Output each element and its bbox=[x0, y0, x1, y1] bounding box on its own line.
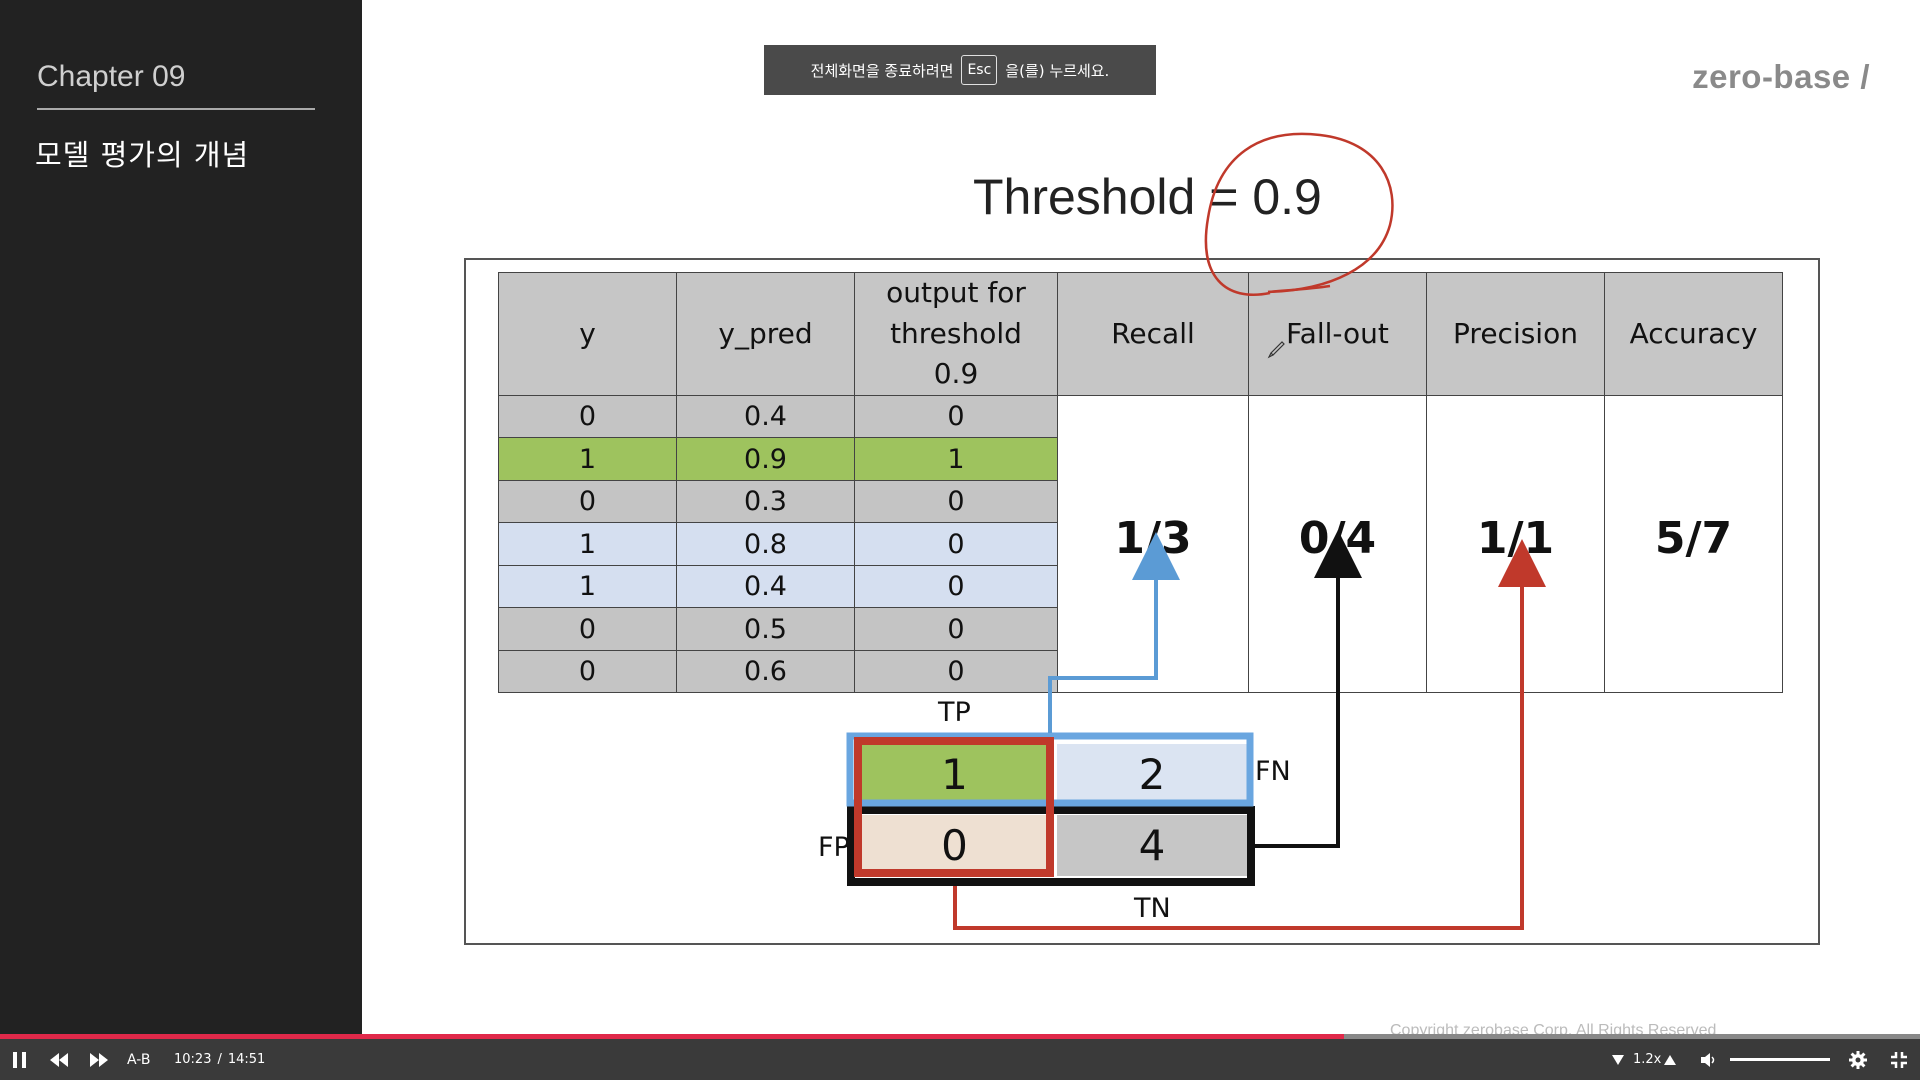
cm-tn-cell: 4 bbox=[1057, 815, 1247, 876]
cell-y-pred: 0.6 bbox=[676, 649, 855, 694]
cm-fn-cell: 2 bbox=[1057, 744, 1247, 804]
forward-button[interactable] bbox=[90, 1039, 108, 1080]
playback-progress-fill bbox=[0, 1034, 1344, 1039]
cell-output: 0 bbox=[854, 522, 1058, 566]
precision-value-text: 1/1 bbox=[1476, 512, 1555, 564]
cell-output: 0 bbox=[854, 394, 1058, 439]
header-output-label: output for threshold 0.9 bbox=[886, 276, 1026, 391]
playback-speed: 1.2x bbox=[1633, 1052, 1662, 1067]
cell-y-pred: 0.4 bbox=[676, 394, 855, 439]
volume-button[interactable] bbox=[1700, 1039, 1718, 1080]
brand-logo: zero-base / bbox=[1692, 58, 1870, 95]
cell-y: 1 bbox=[498, 522, 677, 566]
header-precision: Precision bbox=[1426, 272, 1605, 396]
toast-text-after: 을(를) 누르세요. bbox=[1005, 61, 1110, 80]
volume-icon bbox=[1701, 1052, 1715, 1067]
player-controls: A-B 10:23 / 14:51 1.2x bbox=[0, 1039, 1920, 1080]
pause-button[interactable] bbox=[12, 1039, 28, 1080]
recall-value: 1/3 bbox=[1057, 394, 1249, 694]
header-output: output for threshold 0.9 bbox=[854, 272, 1058, 396]
header-accuracy: Accuracy bbox=[1604, 272, 1783, 396]
header-fallout: Fall-out bbox=[1248, 272, 1427, 396]
cm-fp-cell: 0 bbox=[860, 815, 1049, 876]
cm-tp-label: TP bbox=[938, 697, 971, 728]
cm-tn-label: TN bbox=[1134, 893, 1171, 924]
exit-fullscreen-icon bbox=[1891, 1051, 1907, 1068]
pause-icon bbox=[13, 1051, 26, 1068]
fast-forward-icon bbox=[90, 1052, 108, 1067]
cell-output: 1 bbox=[854, 437, 1058, 481]
esc-key-hint: Esc bbox=[961, 55, 998, 85]
slide-title: Threshold = 0.9 bbox=[973, 169, 1322, 225]
time-separator: / bbox=[217, 1052, 222, 1067]
chapter-label: Chapter 09 bbox=[37, 60, 186, 93]
speed-up-button[interactable] bbox=[1664, 1039, 1676, 1080]
cell-y-pred: 0.9 bbox=[676, 437, 855, 481]
cell-y: 0 bbox=[498, 607, 677, 651]
fallout-value: 0/4 bbox=[1248, 394, 1427, 694]
fallout-value-text: 0/4 bbox=[1298, 512, 1377, 564]
fullscreen-exit-toast: 전체화면을 종료하려면 Esc 을(를) 누르세요. bbox=[764, 45, 1156, 95]
cell-y: 1 bbox=[498, 564, 677, 609]
accuracy-value-text: 5/7 bbox=[1654, 512, 1733, 564]
table-row: 1 0.9 1 bbox=[498, 437, 1783, 481]
cell-y-pred: 0.4 bbox=[676, 564, 855, 609]
speed-down-button[interactable] bbox=[1612, 1039, 1624, 1080]
table-row: 1 0.8 0 bbox=[498, 522, 1783, 566]
accuracy-value: 5/7 bbox=[1604, 394, 1783, 694]
table-row: 0 0.4 0 1/3 0/4 1/1 5/7 bbox=[498, 394, 1783, 694]
table-row: 0 0.3 0 bbox=[498, 479, 1783, 524]
time-display: 10:23 / 14:51 bbox=[174, 1039, 265, 1080]
gear-icon bbox=[1849, 1050, 1867, 1069]
header-recall: Recall bbox=[1057, 272, 1249, 396]
cell-y-pred: 0.8 bbox=[676, 522, 855, 566]
cell-output: 0 bbox=[854, 607, 1058, 651]
settings-button[interactable] bbox=[1849, 1039, 1867, 1080]
cell-y: 1 bbox=[498, 437, 677, 481]
lesson-title[interactable]: 모델 평가의 개념 bbox=[35, 138, 250, 172]
ab-repeat-button[interactable]: A-B bbox=[127, 1051, 151, 1068]
toast-text-before: 전체화면을 종료하려면 bbox=[810, 61, 954, 80]
cell-y-pred: 0.5 bbox=[676, 607, 855, 651]
chapter-divider bbox=[37, 108, 315, 110]
recall-value-text: 1/3 bbox=[1114, 512, 1192, 564]
cm-fn-label: FN bbox=[1255, 756, 1291, 787]
precision-value: 1/1 bbox=[1426, 394, 1605, 694]
cell-output: 0 bbox=[854, 564, 1058, 609]
cell-y: 0 bbox=[498, 479, 677, 524]
cell-y-pred: 0.3 bbox=[676, 479, 855, 524]
copyright-text: Copyright zerobase Corp. All Rights Rese… bbox=[1390, 1022, 1717, 1034]
slide-content-frame bbox=[464, 258, 1820, 945]
rewind-button[interactable] bbox=[50, 1039, 68, 1080]
threshold-table: y y_pred output for threshold 0.9 Recall… bbox=[498, 272, 1783, 694]
cm-tp-cell: 1 bbox=[860, 744, 1049, 804]
cm-fp-label: FP bbox=[818, 832, 850, 863]
cell-output: 0 bbox=[854, 649, 1058, 694]
time-total: 14:51 bbox=[227, 1052, 266, 1067]
rewind-icon bbox=[50, 1052, 68, 1067]
cell-y: 0 bbox=[498, 394, 677, 439]
cell-y: 0 bbox=[498, 649, 677, 694]
triangle-down-icon bbox=[1612, 1054, 1624, 1065]
header-y: y bbox=[498, 272, 677, 396]
playback-progress-bar[interactable] bbox=[0, 1034, 1920, 1039]
volume-slider[interactable] bbox=[1730, 1058, 1830, 1061]
exit-fullscreen-button[interactable] bbox=[1890, 1039, 1908, 1080]
triangle-up-icon bbox=[1664, 1054, 1676, 1065]
cell-output: 0 bbox=[854, 479, 1058, 524]
time-current: 10:23 bbox=[174, 1052, 212, 1067]
header-y-pred: y_pred bbox=[676, 272, 855, 396]
course-sidebar: Chapter 09 모델 평가의 개념 bbox=[0, 0, 362, 1036]
